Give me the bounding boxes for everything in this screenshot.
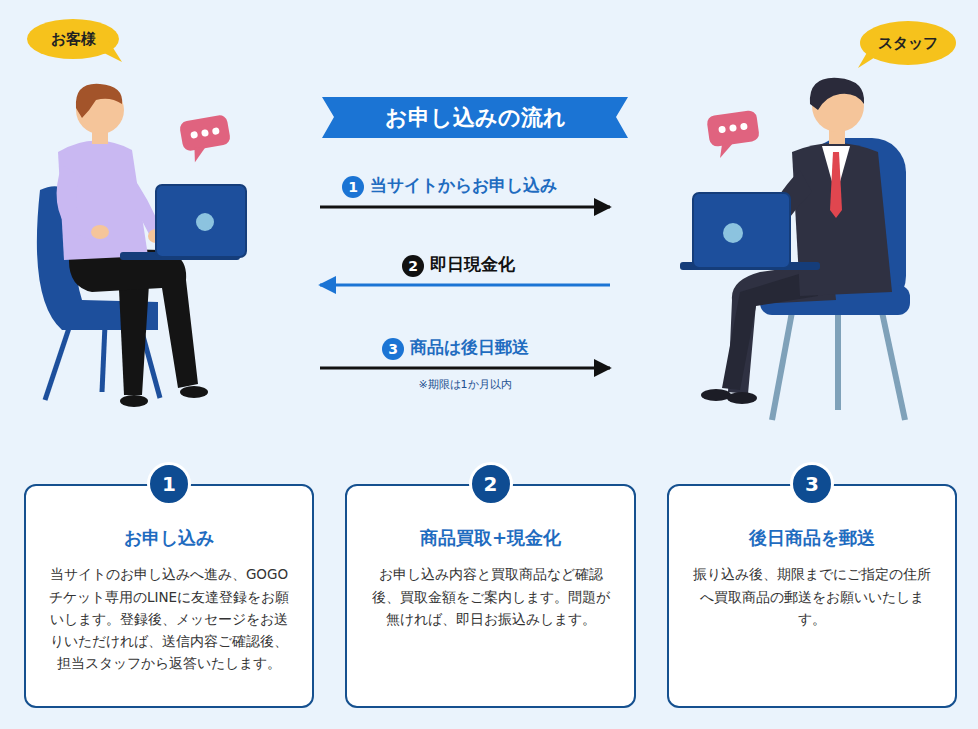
flow-arrow bbox=[320, 206, 610, 209]
step-card: 1お申し込み当サイトのお申し込みへ進み、GOGOチケット専用のLINEに友達登録… bbox=[24, 484, 314, 708]
actor-label: お客様 bbox=[28, 23, 118, 55]
callout-number: 3 bbox=[382, 338, 404, 360]
speech-bubble bbox=[858, 21, 956, 68]
step-heading: 後日商品を郵送 bbox=[669, 526, 955, 549]
step-heading: 商品買取+現金化 bbox=[347, 526, 634, 549]
title-ribbon bbox=[322, 97, 628, 138]
step-heading: お申し込み bbox=[26, 526, 312, 549]
step-card: 2商品買取+現金化お申し込み内容と買取商品など確認後、買取金額をご案内します。問… bbox=[345, 484, 636, 708]
actor-figure: スタッフ bbox=[610, 15, 960, 420]
note-text: ※期限は1か月以内 bbox=[418, 377, 511, 392]
arrow-label: 即日現金化 bbox=[430, 253, 515, 276]
flow-arrow bbox=[320, 367, 610, 370]
flow-arrow bbox=[320, 284, 610, 287]
staff-figure bbox=[680, 78, 910, 420]
step-body: 当サイトのお申し込みへ進み、GOGOチケット専用のLINEに友達登録をお願いしま… bbox=[46, 563, 292, 674]
actor-figure: お客様 bbox=[20, 15, 320, 420]
step-card: 3後日商品を郵送振り込み後、期限までにご指定の住所へ買取商品の郵送をお願いいたし… bbox=[667, 484, 957, 708]
step-body: お申し込み内容と買取商品など確認後、買取金額をご案内します。問題が無ければ、即日… bbox=[368, 563, 614, 630]
customer-figure bbox=[37, 84, 246, 407]
arrow-label: 当サイトからお申し込み bbox=[370, 174, 557, 197]
step-number: 1 bbox=[147, 462, 191, 506]
callout-number: 1 bbox=[342, 176, 364, 198]
speech-bubble bbox=[27, 19, 122, 62]
step-body: 振り込み後、期限までにご指定の住所へ買取商品の郵送をお願いいたします。 bbox=[689, 563, 935, 630]
actor-label: スタッフ bbox=[860, 27, 956, 59]
step-number: 3 bbox=[790, 462, 834, 506]
diagram-title: お申し込みの流れ bbox=[322, 97, 628, 138]
arrow-label: 商品は後日郵送 bbox=[410, 336, 529, 359]
callout-number: 2 bbox=[402, 255, 424, 277]
step-number: 2 bbox=[469, 462, 513, 506]
